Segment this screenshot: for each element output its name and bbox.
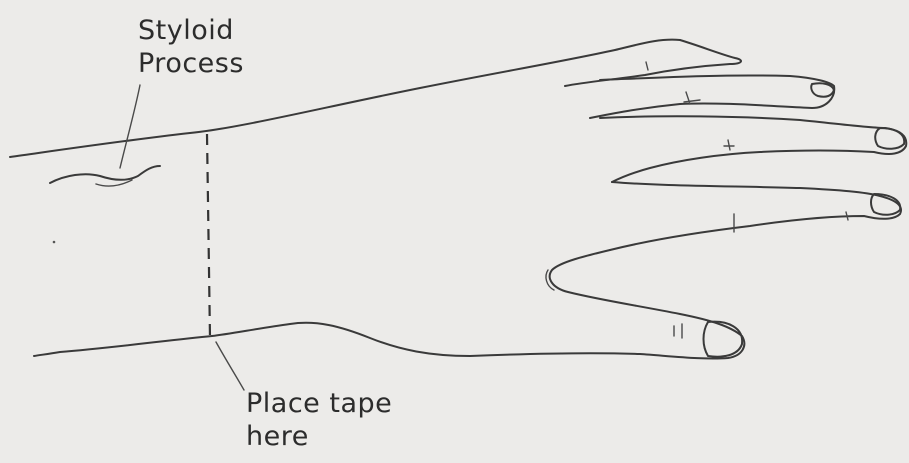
- middle-finger-outline: [590, 75, 834, 118]
- styloid-label-line2: Process: [138, 47, 244, 80]
- ring-fingernail: [875, 128, 904, 149]
- tape-pointer-line: [216, 342, 244, 390]
- styloid-label-line1: Styloid: [138, 14, 244, 47]
- styloid-shading: [96, 180, 132, 186]
- thumb-outline: [212, 250, 744, 359]
- stray-dot: [53, 241, 56, 244]
- knuckle-mark-1: [646, 62, 648, 70]
- thumbnail: [704, 322, 743, 357]
- forearm-upper-outline: [10, 40, 680, 157]
- knuckle-mark-2: [684, 92, 700, 104]
- forearm-lower-outline: [34, 336, 212, 356]
- knuckle-mark-6: [846, 212, 848, 220]
- tape-label-line2: here: [246, 420, 392, 453]
- styloid-process-label: Styloid Process: [138, 14, 244, 80]
- ring-finger-outline: [600, 116, 906, 182]
- place-tape-label: Place tape here: [246, 387, 392, 453]
- index-finger-outline: [565, 40, 741, 86]
- middle-fingernail: [811, 83, 834, 97]
- little-finger-outline: [610, 182, 901, 250]
- tape-label-line1: Place tape: [246, 387, 392, 420]
- knuckle-mark-3: [724, 140, 734, 150]
- knuckle-mark-5: [674, 324, 682, 338]
- tape-placement-dashed-line: [207, 134, 210, 338]
- styloid-bump: [50, 166, 160, 183]
- styloid-pointer-line: [120, 85, 140, 168]
